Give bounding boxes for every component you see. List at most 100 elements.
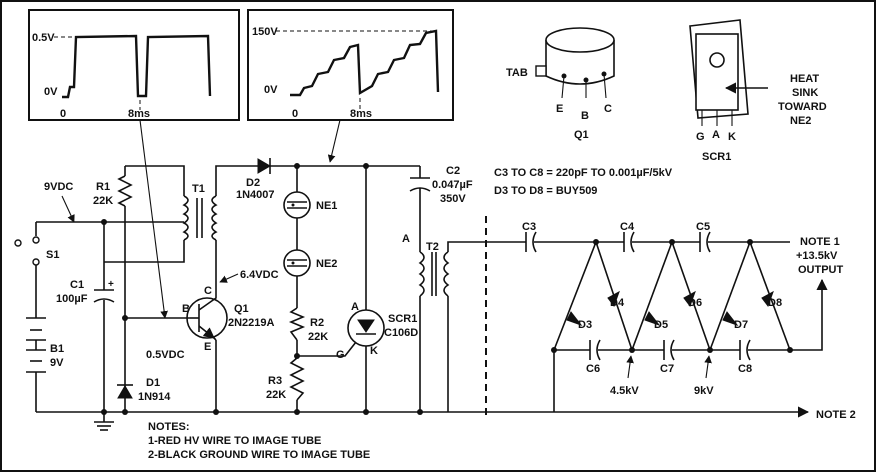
c3-label: C3 [522, 221, 536, 233]
scope2-probe-arrow [327, 119, 341, 163]
c6-label: C6 [586, 363, 600, 375]
d7-label: D7 [734, 319, 748, 331]
node-voltage-2: 9kV [694, 385, 714, 397]
switch-s1: S1 [14, 236, 59, 266]
scr1-name: SCR1 [388, 313, 417, 325]
battery-b1: B1 9V [26, 317, 64, 373]
d2-name: D2 [246, 177, 260, 189]
heat-sink-line-1: HEAT [790, 73, 819, 85]
output-note: NOTE 1 [800, 236, 840, 248]
c1-name: C1 [70, 279, 84, 291]
t2-label: T2 [426, 241, 439, 253]
scr1-value: C106D [384, 327, 418, 339]
transformer-t2: A T2 [402, 233, 520, 412]
diode-d2: D2 1N4007 [236, 158, 275, 201]
diode-d1: D1 1N914 [117, 377, 171, 403]
scope2-x0: 0 [292, 108, 298, 120]
r2-value: 22K [308, 331, 328, 343]
b1-name: B1 [50, 343, 64, 355]
scope1-probe-arrow [139, 119, 168, 319]
d6-label: D6 [688, 297, 702, 309]
output-value: +13.5kV [796, 250, 838, 262]
c2-value2: 350V [440, 193, 466, 205]
scr-pin-a: A [351, 301, 359, 313]
q1-pinout-c: C [604, 103, 612, 115]
scope-1: 0.5V 0V 0 8ms [28, 9, 240, 121]
thyristor-scr1: A K G SCR1 C106D [336, 301, 418, 361]
ground-symbol [94, 412, 114, 431]
scope1-ytop: 0.5V [32, 32, 55, 44]
q1-name: Q1 [234, 303, 249, 315]
d4-label: D4 [610, 297, 625, 309]
r1-value: 22K [93, 195, 113, 207]
scope2-x1: 8ms [350, 108, 372, 120]
scr1-pinout-g: G [696, 131, 705, 143]
transistor-q1: B C E Q1 2N2219A [182, 285, 275, 353]
heat-sink-line-4: NE2 [790, 115, 811, 127]
r2-name: R2 [310, 317, 324, 329]
main-wiring [35, 165, 810, 418]
scope2-ybottom: 0V [264, 84, 278, 96]
note-1: 1-RED HV WIRE TO IMAGE TUBE [148, 435, 321, 447]
neon-ne1: NE1 [283, 191, 337, 219]
q1-pinout-e: E [556, 103, 563, 115]
scope1-ybottom: 0V [44, 86, 58, 98]
capacitor-c2: C2 0.047µF 350V [409, 165, 473, 205]
q1-pin-c: C [204, 285, 212, 297]
capacitor-c1: + C1 100µF [56, 279, 115, 305]
t2-pin-a: A [402, 233, 410, 245]
s1-label: S1 [46, 249, 59, 261]
output-label: OUTPUT [798, 264, 844, 276]
c8-label: C8 [738, 363, 752, 375]
q1-pin-b: B [182, 303, 190, 315]
scr-pin-k: K [370, 345, 378, 357]
scr1-pinout-a: A [712, 129, 720, 141]
c2-name: C2 [446, 165, 460, 177]
junction-dots [101, 163, 423, 415]
d3-label: D3 [578, 319, 592, 331]
scope1-x1: 8ms [128, 108, 150, 120]
q1-value: 2N2219A [228, 317, 275, 329]
scope1-x0: 0 [60, 108, 66, 120]
q1-pinout-name: Q1 [574, 129, 589, 141]
d1-name: D1 [146, 377, 160, 389]
c2-value: 0.047µF [432, 179, 473, 191]
scr1-pinout: G A K SCR1 HEAT SINK TOWARD NE2 [689, 19, 827, 163]
scope2-ytop: 150V [252, 26, 278, 38]
collector-voltage-label: 6.4VDC [240, 269, 279, 281]
ne2-label: NE2 [316, 258, 337, 270]
voltage-multiplier [520, 231, 828, 412]
transformer-t1: T1 [182, 183, 218, 241]
ground-note: NOTE 2 [816, 409, 856, 421]
t1-label: T1 [192, 183, 205, 195]
node-voltage-1: 4.5kV [610, 385, 639, 397]
scr1-pinout-k: K [728, 131, 736, 143]
b1-value: 9V [50, 357, 64, 369]
q1-pinout: TAB E B C Q1 [506, 27, 615, 141]
q1-pin-e: E [204, 341, 211, 353]
r3-name: R3 [268, 375, 282, 387]
resistor-r2: R2 22K [288, 307, 328, 343]
ne1-label: NE1 [316, 200, 337, 212]
resistor-r1: R1 22K [93, 175, 133, 207]
scr-pin-g: G [336, 349, 345, 361]
spec-line-1: C3 TO C8 = 220pF TO 0.001µF/5kV [494, 167, 673, 179]
heat-sink-line-2: SINK [792, 87, 818, 99]
heat-sink-line-3: TOWARD [778, 101, 827, 113]
spec-line-2: D3 TO D8 = BUY509 [494, 185, 597, 197]
c7-label: C7 [660, 363, 674, 375]
r3-value: 22K [266, 389, 286, 401]
notes-heading: NOTES: [148, 421, 190, 433]
base-voltage-label: 0.5VDC [146, 349, 185, 361]
d2-value: 1N4007 [236, 189, 275, 201]
d5-label: D5 [654, 319, 668, 331]
note-2: 2-BLACK GROUND WIRE TO IMAGE TUBE [148, 449, 370, 461]
c4-label: C4 [620, 221, 635, 233]
c1-value: 100µF [56, 293, 88, 305]
scope-2: 150V 0V 0 8ms [247, 9, 454, 121]
resistor-r3: R3 22K [266, 357, 305, 401]
d8-label: D8 [768, 297, 782, 309]
c5-label: C5 [696, 221, 710, 233]
